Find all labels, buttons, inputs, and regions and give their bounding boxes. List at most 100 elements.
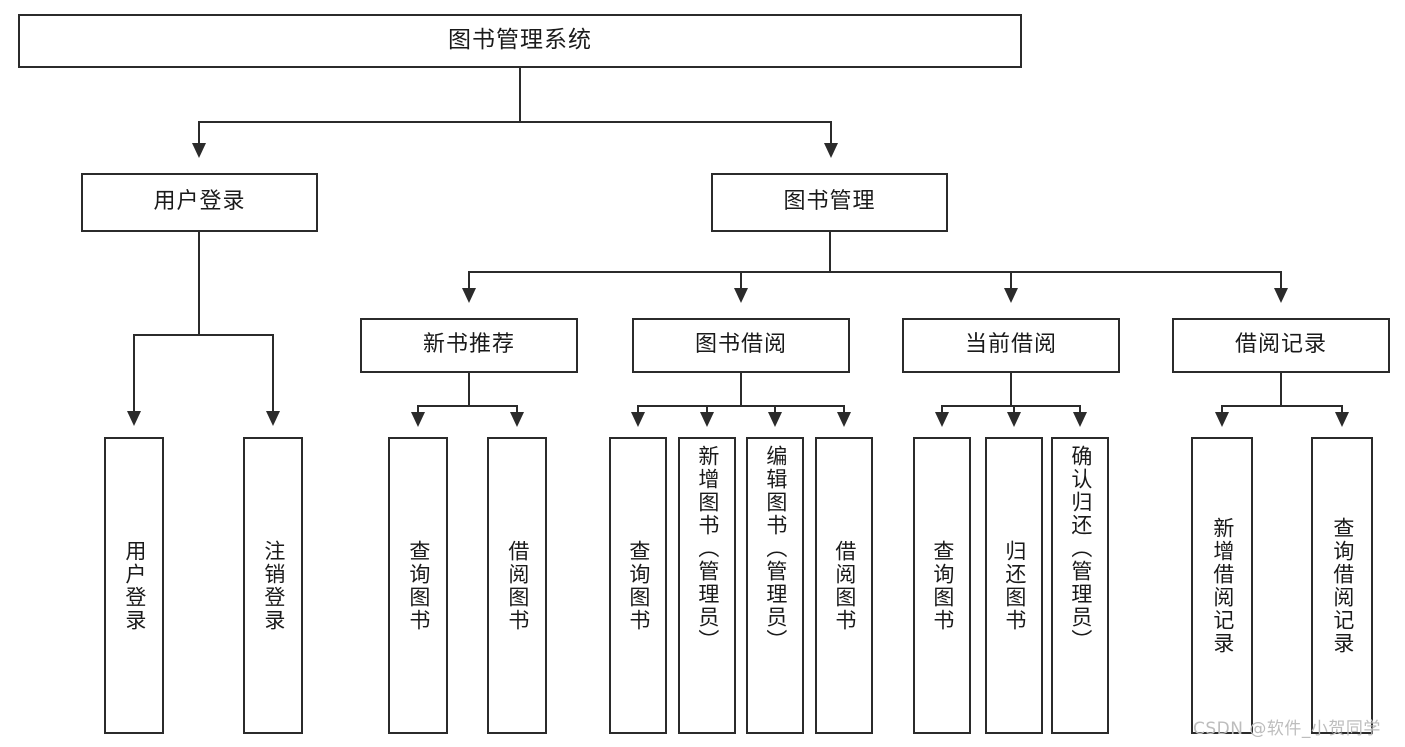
edge-current-to-leaf3 [1079,405,1081,415]
node-label: 用户登录 [153,189,246,215]
leaf-add-book-admin[interactable]: 新增图书（管理员） [678,437,736,734]
edge-records-to-leaf1 [1221,405,1223,415]
edge-records-stem [1280,373,1282,406]
leaf-text-wrap: 查询图书 [611,439,665,732]
leaf-user-login[interactable]: 用户登录 [104,437,164,734]
edge-newbook-to-leaf2 [516,405,518,415]
leaf-query-book-recommend[interactable]: 查询图书 [388,437,448,734]
node-root-system[interactable]: 图书管理系统 [18,14,1022,68]
edge-newbook-to-leaf1 [417,405,419,415]
arrow-borrow-to-leaf2 [700,412,714,427]
node-label: 借阅记录 [1234,332,1327,358]
node-label: 编辑图书（管理员） [763,445,788,652]
node-book-borrow[interactable]: 图书借阅 [632,318,850,373]
edge-current-to-leaf2 [1013,405,1015,415]
edge-bookmgmt-bus [468,271,1282,273]
arrow-bookmgmt-to-records [1274,288,1288,303]
edge-current-bus [941,405,1080,407]
leaf-text-wrap: 查询借阅记录 [1313,439,1371,732]
edge-bookmgmt-to-current [1010,271,1012,291]
leaf-text-wrap: 新增图书（管理员） [680,439,734,738]
arrow-records-to-leaf1 [1215,412,1229,427]
edge-newbook-bus [417,405,517,407]
arrow-login-to-leaf2 [266,411,280,426]
arrow-root-to-login [192,143,206,158]
arrow-bookmgmt-to-borrow [734,288,748,303]
node-label: 图书管理系统 [448,27,592,54]
leaf-borrow-book-recommend[interactable]: 借阅图书 [487,437,547,734]
edge-login-to-leaf1 [133,334,135,414]
edge-bookmgmt-to-newbook [468,271,470,291]
node-label: 新书推荐 [422,332,515,358]
node-book-management[interactable]: 图书管理 [711,173,948,232]
leaf-text-wrap: 用户登录 [106,439,162,732]
arrow-borrow-to-leaf4 [837,412,851,427]
leaf-borrow-book[interactable]: 借阅图书 [815,437,873,734]
edge-borrow-bus [637,405,844,407]
leaf-return-book[interactable]: 归还图书 [985,437,1043,734]
arrow-borrow-to-leaf1 [631,412,645,427]
leaf-text-wrap: 借阅图书 [489,439,545,732]
edge-login-bus [133,334,273,336]
arrow-current-to-leaf2 [1007,412,1021,427]
node-label: 用户登录 [122,539,147,632]
edge-current-to-leaf1 [941,405,943,415]
node-label: 查询借阅记录 [1330,516,1355,655]
edge-borrow-to-leaf4 [843,405,845,415]
edge-bookmgmt-to-borrow [740,271,742,291]
node-label: 归还图书 [1002,539,1027,632]
node-new-book-recommend[interactable]: 新书推荐 [360,318,578,373]
leaf-text-wrap: 编辑图书（管理员） [748,439,802,738]
node-label: 图书管理 [783,189,876,215]
leaf-text-wrap: 归还图书 [987,439,1041,732]
node-current-borrow[interactable]: 当前借阅 [902,318,1120,373]
node-label: 查询图书 [626,539,651,632]
edge-login-to-leaf2 [272,334,274,414]
edge-root-stem [519,68,521,122]
edge-records-to-leaf2 [1341,405,1343,415]
edge-bookmgmt-to-records [1280,271,1282,291]
leaf-text-wrap: 借阅图书 [817,439,871,732]
leaf-text-wrap: 查询图书 [915,439,969,732]
node-label: 查询图书 [406,539,431,632]
node-label: 借阅图书 [505,539,530,632]
node-label: 当前借阅 [964,332,1057,358]
arrow-current-to-leaf1 [935,412,949,427]
leaf-add-borrow-record[interactable]: 新增借阅记录 [1191,437,1253,734]
arrow-root-to-bookmgmt [824,143,838,158]
node-borrow-records[interactable]: 借阅记录 [1172,318,1390,373]
node-label: 确认归还（管理员） [1068,445,1093,652]
leaf-query-borrow-record[interactable]: 查询借阅记录 [1311,437,1373,734]
edge-root-bus [198,121,832,123]
arrow-bookmgmt-to-current [1004,288,1018,303]
edge-borrow-to-leaf3 [774,405,776,415]
arrow-login-to-leaf1 [127,411,141,426]
leaf-text-wrap: 注销登录 [245,439,301,732]
arrow-borrow-to-leaf3 [768,412,782,427]
node-label: 新增图书（管理员） [695,445,720,652]
edge-current-stem [1010,373,1012,406]
edge-records-bus [1221,405,1342,407]
leaf-text-wrap: 确认归还（管理员） [1053,439,1107,738]
edge-bookmgmt-stem [829,232,831,272]
node-label: 注销登录 [261,539,286,632]
edge-borrow-to-leaf2 [706,405,708,415]
arrow-bookmgmt-to-newbook [462,288,476,303]
leaf-query-book-borrow[interactable]: 查询图书 [609,437,667,734]
leaf-confirm-return-admin[interactable]: 确认归还（管理员） [1051,437,1109,734]
arrow-newbook-to-leaf2 [510,412,524,427]
leaf-logout[interactable]: 注销登录 [243,437,303,734]
node-label: 新增借阅记录 [1210,516,1235,655]
node-label: 图书借阅 [694,332,787,358]
node-label: 查询图书 [930,539,955,632]
leaf-text-wrap: 查询图书 [390,439,446,732]
edge-newbook-stem [468,373,470,406]
leaf-edit-book-admin[interactable]: 编辑图书（管理员） [746,437,804,734]
leaf-text-wrap: 新增借阅记录 [1193,439,1251,732]
edge-root-to-bookmgmt [830,121,832,146]
arrow-newbook-to-leaf1 [411,412,425,427]
node-user-login[interactable]: 用户登录 [81,173,318,232]
node-label: 借阅图书 [832,539,857,632]
edge-borrow-to-leaf1 [637,405,639,415]
leaf-query-book-current[interactable]: 查询图书 [913,437,971,734]
